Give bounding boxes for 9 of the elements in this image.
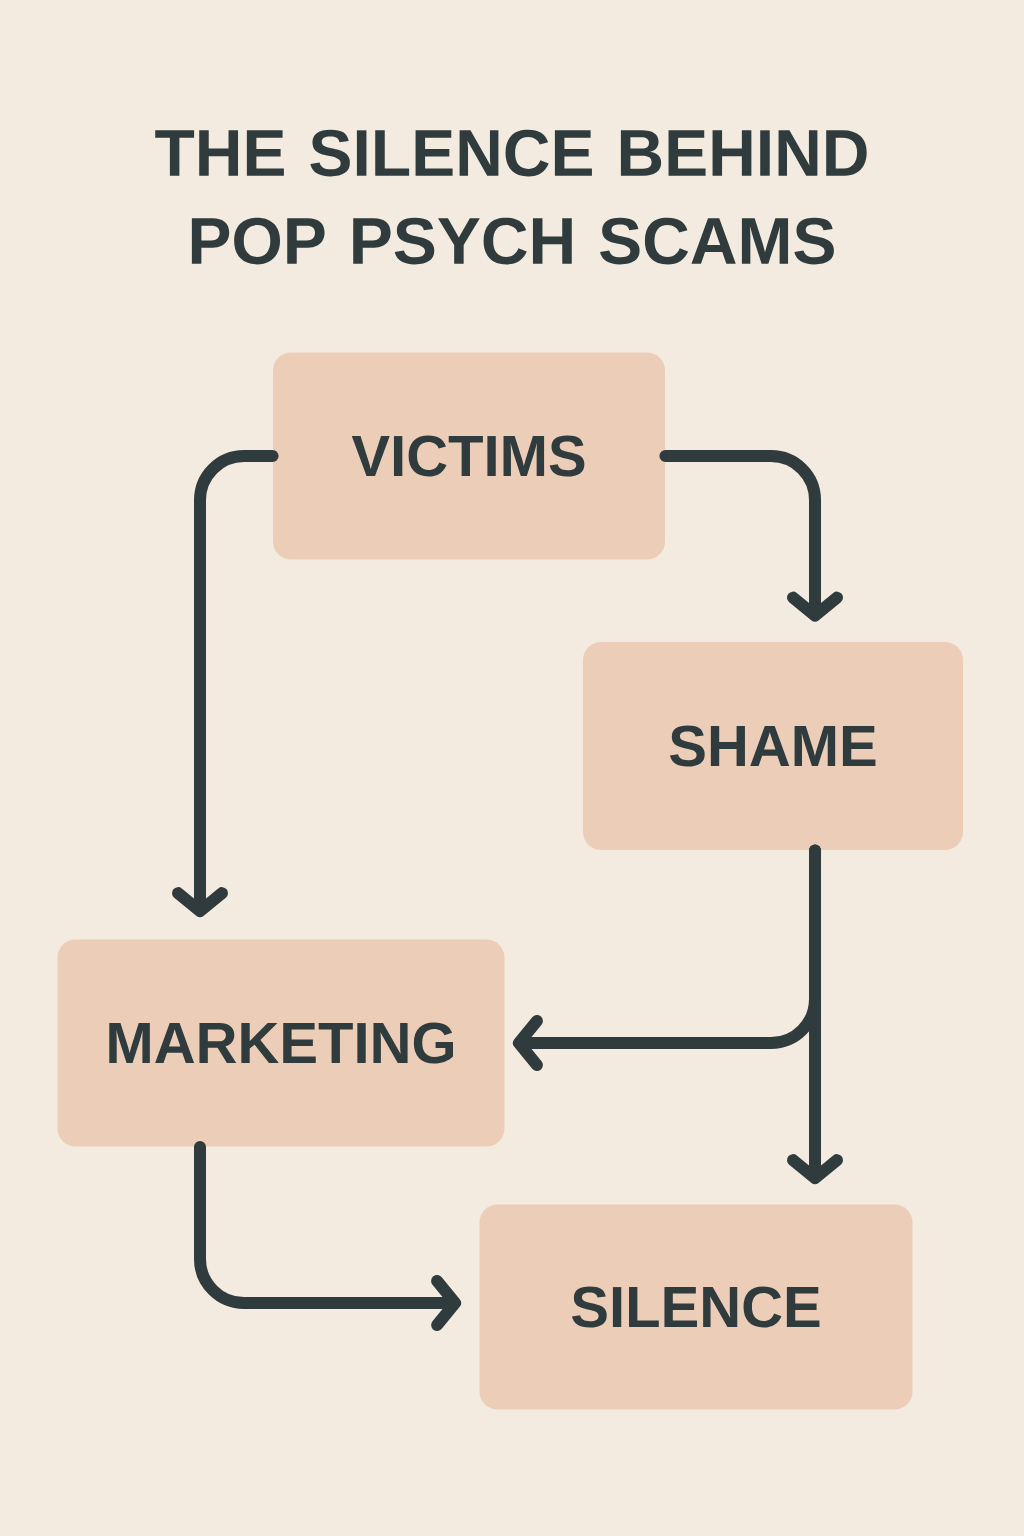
arrow — [194, 1140, 462, 1331]
title: THE SILENCE BEHIND POP PSYCH SCAMS — [155, 129, 867, 265]
process-box: VICTIMS — [273, 352, 665, 560]
process-box: MARKETING — [57, 939, 505, 1147]
arrow — [659, 450, 843, 622]
process-box: SHAME — [583, 642, 963, 850]
process-box: SILENCE — [479, 1204, 913, 1410]
arrow — [172, 450, 279, 918]
arrow — [787, 844, 843, 1185]
